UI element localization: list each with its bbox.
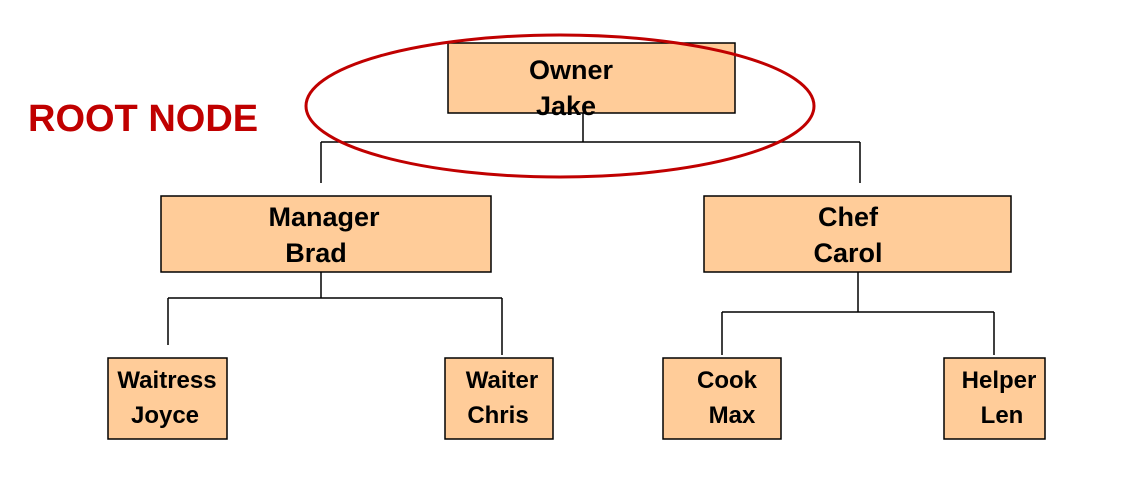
node-waitress-box <box>107 357 228 440</box>
node-cook-name: Max <box>709 402 756 429</box>
node-owner-name: Jake <box>536 91 596 121</box>
node-manager-name: Brad <box>285 238 347 268</box>
node-chef-box <box>703 195 1012 273</box>
node-chef-name: Carol <box>813 238 882 268</box>
node-manager-role: Manager <box>268 202 380 232</box>
node-waiter-box <box>444 357 554 440</box>
node-manager: Manager Brad <box>160 195 492 273</box>
node-waiter-role: Waiter <box>466 367 538 394</box>
node-waitress: Waitress Joyce <box>107 357 228 440</box>
node-owner-role: Owner <box>529 55 614 85</box>
node-chef-role: Chef <box>818 202 879 232</box>
node-waitress-name: Joyce <box>131 402 199 429</box>
root-highlight-ellipse <box>304 33 816 179</box>
node-manager-box <box>160 195 492 273</box>
node-waiter: Waiter Chris <box>444 357 554 440</box>
node-owner: Owner Jake <box>447 42 736 121</box>
node-cook: Cook Max <box>662 357 782 440</box>
node-waitress-role: Waitress <box>117 367 216 394</box>
root-node-annotation: ROOT NODE <box>28 98 258 140</box>
node-helper: Helper Len <box>943 357 1046 440</box>
node-helper-name: Len <box>981 402 1024 429</box>
node-chef: Chef Carol <box>703 195 1012 273</box>
node-owner-box <box>447 42 736 114</box>
node-cook-role: Cook <box>697 367 758 394</box>
node-cook-box <box>662 357 782 440</box>
node-waiter-name: Chris <box>467 402 528 429</box>
node-helper-box <box>943 357 1046 440</box>
node-helper-role: Helper <box>962 367 1037 394</box>
